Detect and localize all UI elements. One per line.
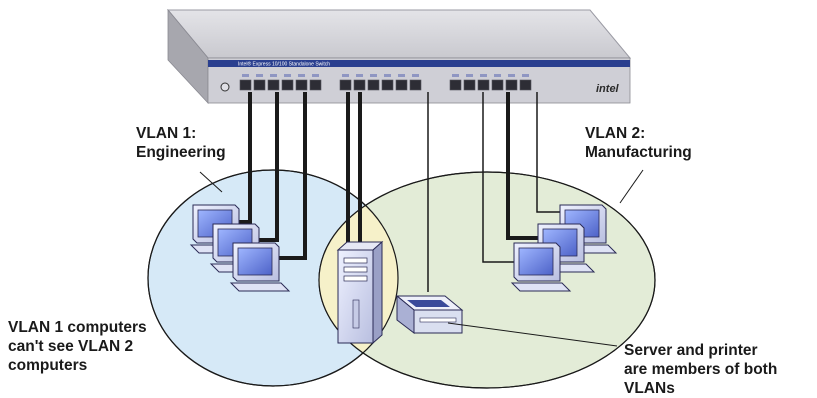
port-led <box>412 74 419 77</box>
leader-lines <box>199 169 644 347</box>
note-shared-members: Server and printer are members of both V… <box>624 341 777 398</box>
note-left-line1: VLAN 1 computers <box>8 319 147 336</box>
cable-vlan2-pc3 <box>536 92 568 213</box>
port-jack <box>409 79 422 91</box>
port-jack <box>463 79 476 91</box>
cable-vlan1-pc1 <box>236 92 252 224</box>
port-led <box>480 74 487 77</box>
port-led <box>312 74 319 77</box>
port-led <box>242 74 249 77</box>
leader-vlan2 <box>619 169 644 204</box>
port-jack <box>505 79 518 91</box>
ethernet-switch: Intel® Express 10/100 Standalone Switch … <box>166 8 632 105</box>
port-jack <box>309 79 322 91</box>
port-jack <box>295 79 308 91</box>
port-jack <box>281 79 294 91</box>
note-right-line3: VLANs <box>624 380 675 397</box>
port-led <box>466 74 473 77</box>
computer-icon <box>534 223 596 273</box>
port-led <box>384 74 391 77</box>
switch-power-button <box>220 82 230 92</box>
server-icon <box>336 240 384 345</box>
port-led <box>370 74 377 77</box>
port-jack <box>367 79 380 91</box>
port-led <box>522 74 529 77</box>
cable-vlan1-pc3 <box>268 92 307 260</box>
port-led <box>298 74 305 77</box>
port-led <box>452 74 459 77</box>
vlan1-title: VLAN 1: Engineering <box>136 124 226 162</box>
port-led <box>270 74 277 77</box>
vlan2-title-line2: Manufacturing <box>585 144 692 161</box>
note-left-line2: can't see VLAN 2 <box>8 338 134 355</box>
port-led <box>398 74 405 77</box>
note-left-line3: computers <box>8 357 88 374</box>
port-led <box>356 74 363 77</box>
port-jack <box>353 79 366 91</box>
note-vlan1-isolation: VLAN 1 computers can't see VLAN 2 comput… <box>8 318 147 375</box>
leader-printer <box>447 322 618 347</box>
port-jack <box>239 79 252 91</box>
switch-ports <box>239 74 532 91</box>
vlan-ellipses <box>147 169 656 389</box>
port-jack <box>267 79 280 91</box>
port-jack <box>339 79 352 91</box>
port-led <box>508 74 515 77</box>
computer-icon <box>510 242 572 292</box>
vlan1-computers <box>189 204 291 292</box>
vlan2-computers <box>510 204 618 292</box>
note-right-line1: Server and printer <box>624 342 758 359</box>
port-led <box>256 74 263 77</box>
switch-logo: intel <box>596 83 620 95</box>
cable-vlan2-pc2 <box>506 92 545 240</box>
switch-brand-label: Intel® Express 10/100 Standalone Switch <box>238 61 330 68</box>
vlan1-title-line2: Engineering <box>136 144 226 161</box>
port-jack <box>395 79 408 91</box>
port-led <box>494 74 501 77</box>
port-led <box>284 74 291 77</box>
port-jack <box>519 79 532 91</box>
port-jack <box>253 79 266 91</box>
port-jack <box>477 79 490 91</box>
cable-vlan2-pc1 <box>482 92 520 263</box>
port-led <box>342 74 349 77</box>
port-jack <box>491 79 504 91</box>
vlan2-title-line1: VLAN 2: <box>585 125 646 142</box>
printer-icon <box>395 294 464 335</box>
vlan1-title-line1: VLAN 1: <box>136 125 197 142</box>
note-right-line2: are members of both <box>624 361 778 378</box>
leader-vlan1 <box>199 171 223 193</box>
vlan2-title: VLAN 2: Manufacturing <box>585 124 692 162</box>
port-jack <box>449 79 462 91</box>
port-jack <box>381 79 394 91</box>
switch-top-face <box>166 9 632 59</box>
cables <box>236 92 568 292</box>
computer-icon <box>229 242 291 292</box>
